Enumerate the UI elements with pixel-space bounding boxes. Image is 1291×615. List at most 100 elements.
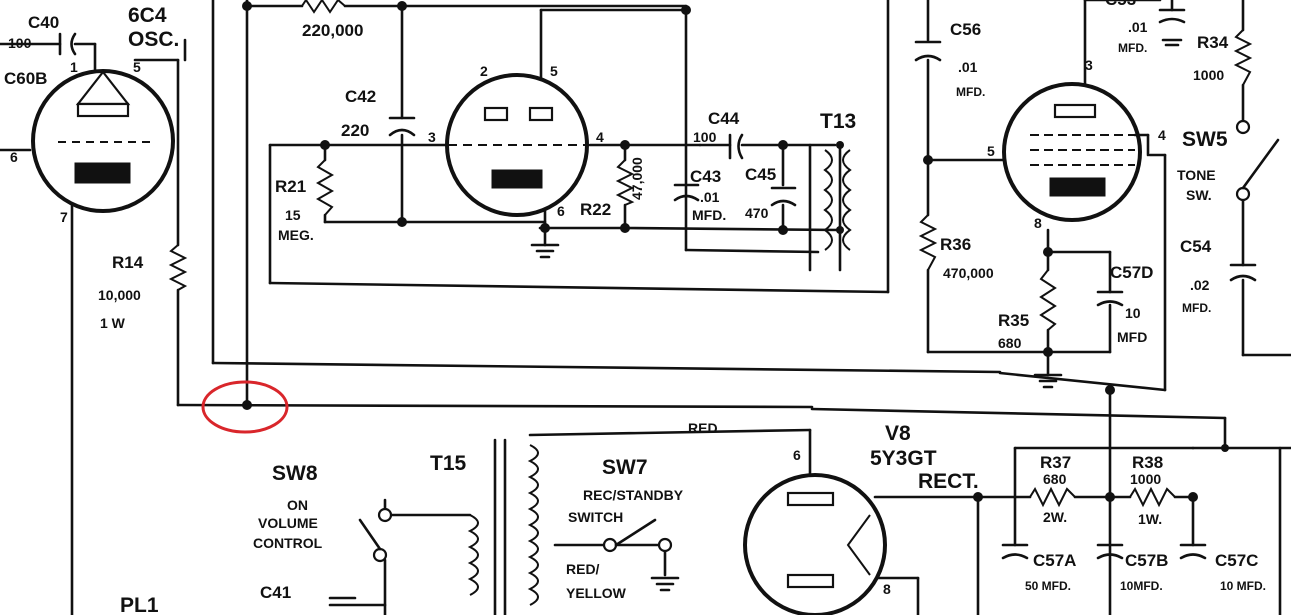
label-r37: R37 bbox=[1040, 453, 1071, 472]
label-tone: TONE bbox=[1177, 167, 1216, 183]
label-r37-w: 2W. bbox=[1043, 509, 1067, 525]
label-pin2-b: 2 bbox=[480, 63, 488, 79]
label-c53: C53 bbox=[1105, 0, 1136, 9]
tube-output bbox=[1002, 82, 1150, 222]
label-red-yellow: RED/ bbox=[566, 561, 600, 577]
label-r38: R38 bbox=[1132, 453, 1163, 472]
label-r21-unit: MEG. bbox=[278, 227, 314, 243]
label-c45: C45 bbox=[745, 165, 776, 184]
label-c57b-val: 10MFD. bbox=[1120, 579, 1163, 593]
label-r21-val: 15 bbox=[285, 207, 301, 223]
label-r38-val: 1000 bbox=[1130, 471, 1161, 487]
label-c56-unit: MFD. bbox=[956, 85, 985, 99]
label-c54: C54 bbox=[1180, 237, 1212, 256]
label-pin3-b: 3 bbox=[428, 129, 436, 145]
ground-symbols bbox=[530, 38, 1183, 592]
tube-6c4 bbox=[31, 69, 175, 213]
label-pin5-b: 5 bbox=[550, 63, 558, 79]
label-c43-val: .01 bbox=[700, 189, 720, 205]
label-r14: R14 bbox=[112, 253, 144, 272]
label-r35-val: 680 bbox=[998, 335, 1022, 351]
label-c40-val: 100 bbox=[8, 35, 32, 51]
switches bbox=[358, 119, 1280, 563]
label-pin6-d: 6 bbox=[793, 447, 801, 463]
tube-amplifier bbox=[445, 73, 590, 217]
label-c42-val: 220 bbox=[341, 121, 369, 140]
label-v8-type: 5Y3GT bbox=[870, 447, 937, 470]
label-c56: C56 bbox=[950, 20, 981, 39]
label-yellow: YELLOW bbox=[566, 585, 627, 601]
label-volume: VOLUME bbox=[258, 515, 318, 531]
label-c56-val: .01 bbox=[958, 59, 978, 75]
label-on: ON bbox=[287, 497, 308, 513]
label-c57d-val: 10 bbox=[1125, 305, 1141, 321]
label-pin3-c: 3 bbox=[1085, 57, 1093, 73]
label-pin6-b: 6 bbox=[557, 203, 565, 219]
label-control: CONTROL bbox=[253, 535, 323, 551]
label-sw5: SW5 bbox=[1182, 128, 1228, 151]
label-switch: SWITCH bbox=[568, 509, 623, 525]
label-c53-val: .01 bbox=[1128, 19, 1148, 35]
label-c40: C40 bbox=[28, 13, 59, 32]
label-r220k: 220,000 bbox=[302, 21, 363, 40]
label-r38-w: 1W. bbox=[1138, 511, 1162, 527]
label-r21: R21 bbox=[275, 177, 306, 196]
label-r14-val: 10,000 bbox=[98, 287, 141, 303]
junction-highlight-circle bbox=[201, 380, 289, 434]
label-pl1: PL1 bbox=[120, 594, 159, 615]
label-c44: C44 bbox=[708, 109, 740, 128]
label-r47k: 47,000 bbox=[629, 157, 645, 200]
label-pin4-c: 4 bbox=[1158, 127, 1166, 143]
label-c57a-val: 50 MFD. bbox=[1025, 579, 1071, 593]
label-c57c: C57C bbox=[1215, 551, 1258, 570]
tube-5y3gt bbox=[743, 473, 887, 615]
label-c57b: C57B bbox=[1125, 551, 1168, 570]
label-osc: OSC. bbox=[128, 28, 179, 51]
transformer-t13 bbox=[823, 149, 852, 251]
label-c57d: C57D bbox=[1110, 263, 1153, 282]
label-c42: C42 bbox=[345, 87, 376, 106]
label-6c4: 6C4 bbox=[128, 4, 167, 27]
label-r14-w: 1 W bbox=[100, 315, 126, 331]
label-sw7: SW7 bbox=[602, 456, 648, 479]
label-c43: C43 bbox=[690, 167, 721, 186]
label-pin8-c: 8 bbox=[1034, 215, 1042, 231]
label-r36-val: 470,000 bbox=[943, 265, 994, 281]
label-sw8: SW8 bbox=[272, 462, 318, 485]
junction-dots bbox=[242, 1, 1229, 502]
label-c54-val: .02 bbox=[1190, 277, 1210, 293]
label-c41: C41 bbox=[260, 583, 291, 602]
label-pin8-d: 8 bbox=[883, 581, 891, 597]
capacitors bbox=[58, 8, 1257, 600]
label-r37-val: 680 bbox=[1043, 471, 1067, 487]
label-pin7-a: 7 bbox=[60, 209, 68, 225]
label-pin5-a: 5 bbox=[133, 59, 141, 75]
label-red: RED bbox=[688, 420, 718, 436]
label-c53-unit: MFD. bbox=[1118, 41, 1147, 55]
transformer-t15 bbox=[467, 444, 539, 606]
label-v8: V8 bbox=[885, 422, 911, 445]
label-pin1-a: 1 bbox=[70, 59, 78, 75]
label-r22: R22 bbox=[580, 200, 611, 219]
label-r34-val: 1000 bbox=[1193, 67, 1224, 83]
label-pin5-c: 5 bbox=[987, 143, 995, 159]
label-c60b: C60B bbox=[4, 69, 47, 88]
label-pin6-a: 6 bbox=[10, 149, 18, 165]
label-c57a: C57A bbox=[1033, 551, 1076, 570]
label-pin4-b: 4 bbox=[596, 129, 604, 145]
label-c54-unit: MFD. bbox=[1182, 301, 1211, 315]
label-c57d-unit: MFD bbox=[1117, 329, 1147, 345]
label-c45-val: 470 bbox=[745, 205, 769, 221]
label-r34: R34 bbox=[1197, 33, 1229, 52]
label-rect: RECT. bbox=[918, 470, 979, 493]
resistors bbox=[168, 0, 1253, 508]
label-c43-unit: MFD. bbox=[692, 207, 726, 223]
labels: C40 100 6C4 OSC. C60B 1 5 6 7 220,000 C4… bbox=[4, 0, 1266, 615]
label-sw: SW. bbox=[1186, 187, 1212, 203]
label-t15: T15 bbox=[430, 452, 467, 475]
label-rec-standby: REC/STANDBY bbox=[583, 487, 684, 503]
label-c57c-val: 10 MFD. bbox=[1220, 579, 1266, 593]
label-t13: T13 bbox=[820, 110, 856, 133]
